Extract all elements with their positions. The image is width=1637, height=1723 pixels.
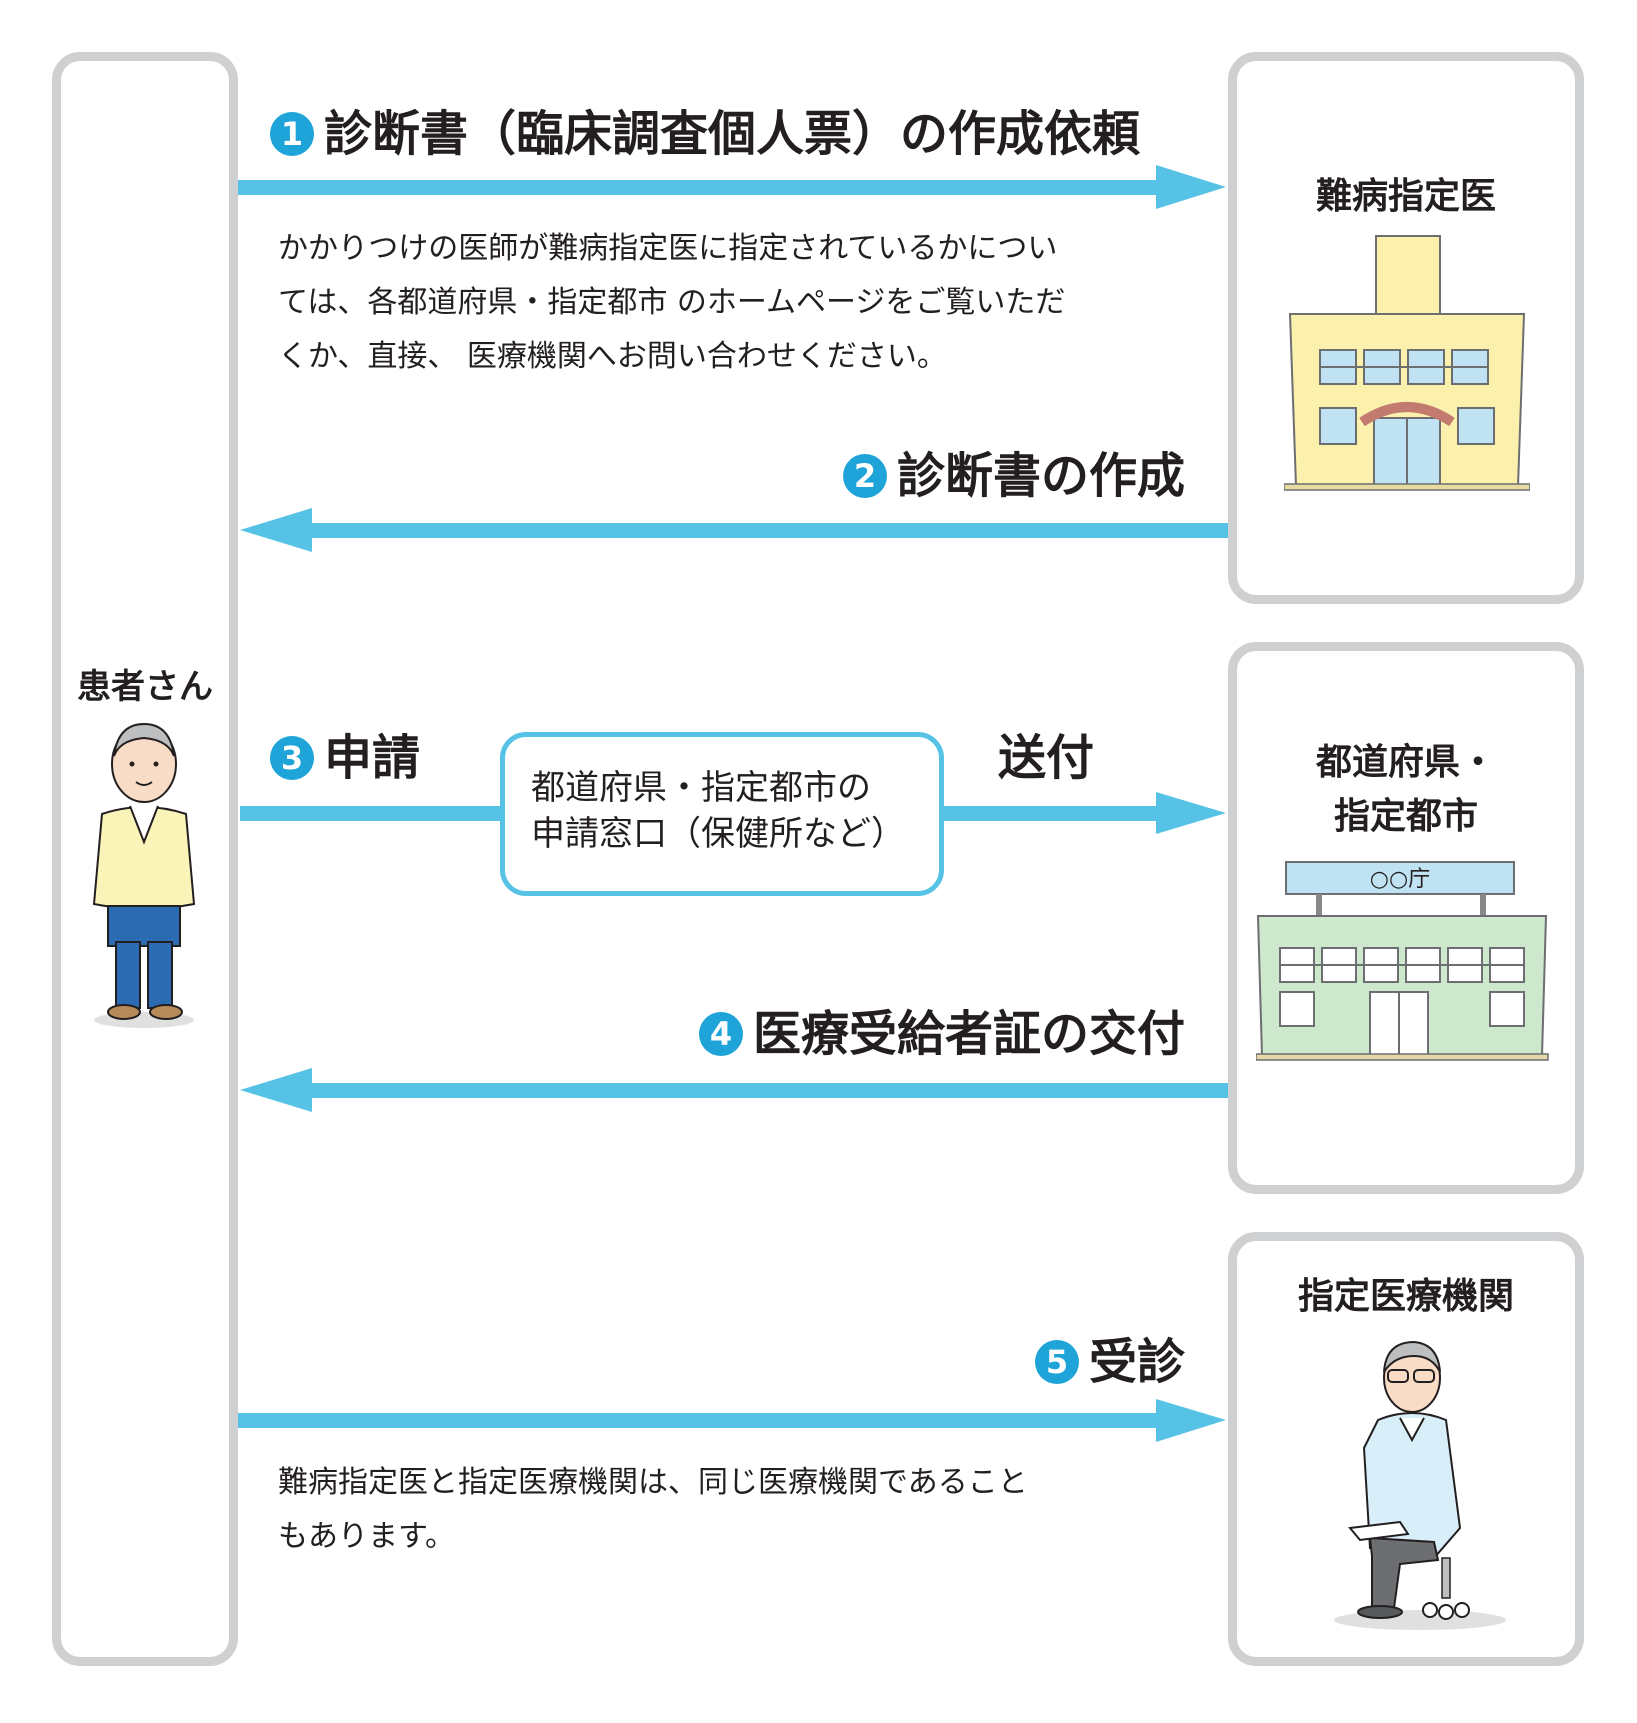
step-5-label: 5 受診 — [900, 1332, 1185, 1392]
doctor-person-icon — [1334, 1340, 1506, 1630]
arrow-1-head — [1156, 165, 1226, 209]
step-3-text: 申請 — [324, 730, 421, 786]
arrow-1-shaft — [238, 180, 1158, 195]
step-3-badge: 3 — [270, 736, 314, 780]
arrow-2-head — [240, 508, 312, 552]
step-1-badge: 1 — [270, 112, 314, 156]
arrow-2-shaft — [310, 523, 1228, 538]
office-sign-text: ○○庁 — [1370, 867, 1430, 892]
note2-line1: 難病指定医と指定医療機関は、同じ医療機関であること — [278, 1465, 1028, 1500]
step-5-text: 受診 — [1088, 1334, 1185, 1390]
application-window-line1: 都道府県・指定都市の — [531, 768, 871, 808]
prefecture-label-line1: 都道府県・ — [1315, 742, 1496, 783]
send-label: 送付 — [998, 730, 1095, 786]
step-1-label: 1 診断書（臨床調査個人票）の作成依頼 — [270, 104, 1140, 164]
patient-person-icon — [92, 722, 196, 1028]
step-5-badge: 5 — [1034, 1340, 1079, 1384]
note-doctor-designation: かかりつけの医師が難病指定医に指定されているかについ ては、各都道府県・指定都市… — [278, 222, 1136, 384]
arrow-3-head — [1156, 792, 1226, 834]
step-4-text: 医療受給者証の交付 — [752, 1006, 1185, 1062]
prefecture-label-line2: 指定都市 — [1333, 796, 1478, 837]
designated-doctor-label: 難病指定医 — [1315, 176, 1496, 217]
step-3-label: 3 申請 — [270, 728, 420, 788]
medical-institution-label: 指定医療機関 — [1297, 1276, 1514, 1317]
arrow-4-shaft — [310, 1083, 1228, 1098]
step-1-text: 診断書（臨床調査個人票）の作成依頼 — [324, 106, 1141, 162]
step-2-badge: 2 — [842, 454, 887, 498]
step-4-badge: 4 — [698, 1012, 743, 1056]
application-window-box: 都道府県・指定都市の 申請窓口（保健所など） — [500, 732, 944, 896]
note2-line2: もあります。 — [278, 1519, 455, 1554]
government-office-icon: ○○庁 — [1256, 861, 1549, 1061]
arrow-5-shaft — [238, 1413, 1158, 1428]
note1-line3: くか、直接、 医療機関へお問い合わせください。 — [278, 339, 947, 374]
arrow-4-head — [240, 1068, 312, 1112]
step-2-text: 診断書の作成 — [896, 448, 1185, 504]
hospital-building-icon — [1284, 235, 1530, 491]
application-window-line2: 申請窓口（保健所など） — [531, 814, 905, 854]
note1-line2: ては、各都道府県・指定都市 のホームページをご覧いただ — [278, 285, 1066, 320]
patient-column: 患者さん — [52, 52, 238, 1666]
step-4-label: 4 医療受給者証の交付 — [560, 1004, 1185, 1064]
note1-line1: かかりつけの医師が難病指定医に指定されているかについ — [278, 231, 1058, 266]
step-2-label: 2 診断書の作成 — [620, 446, 1185, 506]
arrow-5-head — [1156, 1399, 1226, 1442]
patient-label: 患者さん — [77, 667, 213, 707]
note-same-institution: 難病指定医と指定医療機関は、同じ医療機関であること もあります。 — [278, 1456, 1138, 1564]
